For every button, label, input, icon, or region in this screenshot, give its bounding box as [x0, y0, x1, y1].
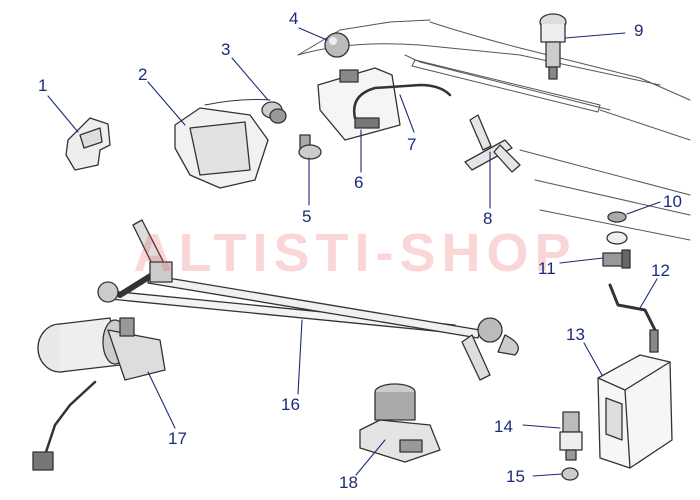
watermark: ALTISTI-SHOP — [133, 223, 577, 283]
part-number-label: 9 — [634, 21, 644, 40]
part-9-washer-nozzle — [539, 13, 567, 80]
part-number-label: 3 — [221, 40, 231, 59]
part-number-label: 2 — [138, 65, 148, 84]
car-body-outline — [297, 19, 691, 241]
part-number-label: 4 — [289, 9, 299, 28]
leader-lines — [47, 27, 661, 477]
part-14-washer-pump — [559, 411, 583, 461]
part-13-washer-reservoir — [597, 329, 673, 469]
part-number-label: 5 — [302, 207, 312, 226]
part-18-wiper-relay — [359, 383, 441, 463]
part-8-t-connector — [464, 114, 521, 173]
part-number-label: 11 — [538, 259, 556, 278]
part-4-ball-cap — [324, 32, 350, 58]
part-number-label: 7 — [407, 135, 417, 154]
part-6-washer-bracket — [317, 67, 401, 141]
part-number-label: 17 — [168, 429, 187, 448]
part-number-label: 16 — [281, 395, 300, 414]
part-11-elbow-connector — [602, 249, 631, 269]
part-number-label: 1 — [38, 76, 48, 95]
part-3-grommet — [261, 101, 287, 124]
part-12-reservoir-hose — [608, 283, 657, 332]
part-number-label: 13 — [566, 325, 585, 344]
part-number-label: 6 — [354, 173, 364, 192]
part-10-hose-clip — [606, 211, 628, 245]
part-number-label: 8 — [483, 209, 493, 228]
part-17-wiper-motor — [32, 317, 166, 471]
part-number-label: 12 — [651, 261, 670, 280]
part-15-pump-grommet — [561, 467, 579, 481]
part-2-cowl-panel — [174, 99, 271, 189]
part-7-washer-hose — [352, 83, 452, 120]
part-number-label: 15 — [506, 467, 525, 486]
part-number-label: 10 — [663, 192, 682, 211]
part-16-wiper-linkage — [97, 219, 519, 381]
part-number-label: 14 — [494, 417, 513, 436]
part-5-pivot-bolt — [298, 134, 322, 160]
part-number-label: 18 — [339, 473, 358, 492]
